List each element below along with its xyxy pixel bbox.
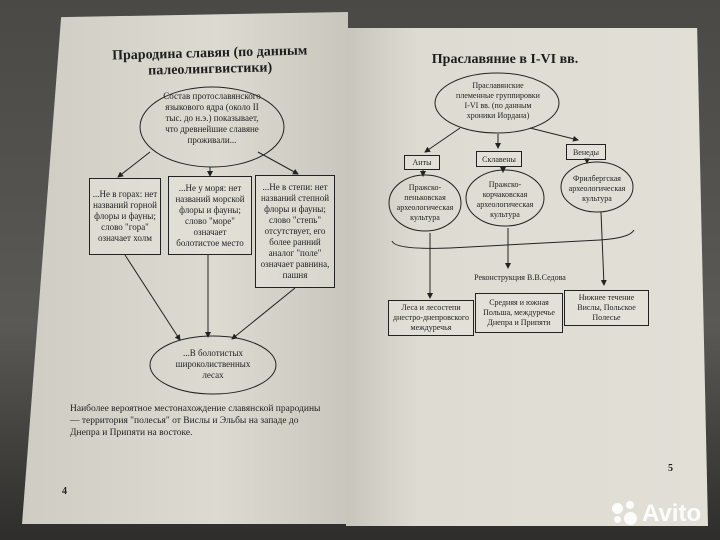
right-page-title: Праславяние в I-VI вв. (431, 52, 579, 67)
page-number-left: 4 (62, 486, 67, 497)
group-sklaveny: Склавены (476, 151, 522, 167)
group-venedy: Венеды (566, 144, 606, 160)
left-bottom-ellipse-shape (149, 335, 277, 395)
left-top-ellipse-shape (139, 86, 285, 168)
culture-2: Пражско-корчаковская археологическая кул… (476, 180, 534, 219)
left-page-title: Прародина славян (по данным палеолингвис… (111, 43, 308, 79)
region-3: Нижнее течение Вислы, Польское Полесье (564, 290, 649, 326)
culture-1: Пражско-пеньковская археологическая куль… (396, 183, 454, 222)
page-number-right: 5 (668, 463, 673, 474)
reconstruction-label: Реконструкция В.В.Седова (474, 273, 566, 282)
left-top-ellipse: Состав протославянского языкового ядра (… (163, 91, 261, 145)
left-caption: Наиболее вероятное местонахождение славя… (70, 404, 321, 438)
box-steppe: ...Не в степи: нет названий степной флор… (255, 175, 335, 288)
culture-3: Фрилбергская археологическая культура (568, 174, 626, 203)
group-anty: Анты (404, 155, 440, 170)
avito-watermark: Avito (612, 500, 701, 528)
box-sea: ...Не у моря: нет названий морской флоры… (168, 176, 252, 255)
box-mountains: ...Не в горах: нет названий горной флоры… (89, 178, 161, 255)
right-page (346, 28, 708, 526)
region-2: Средняя и южная Польша, междуречье Днепр… (475, 293, 563, 333)
right-top-ellipse-shape (434, 72, 560, 134)
left-bottom-ellipse: ...В болотистых широколиственных лесах (175, 348, 251, 380)
region-1: Леса и лесостепи днестро-днепровского ме… (388, 300, 474, 336)
avito-text: Avito (642, 500, 702, 527)
avito-logo-icon (612, 501, 638, 527)
right-top-ellipse: Праславянские племенные группировки I-VI… (456, 81, 540, 120)
